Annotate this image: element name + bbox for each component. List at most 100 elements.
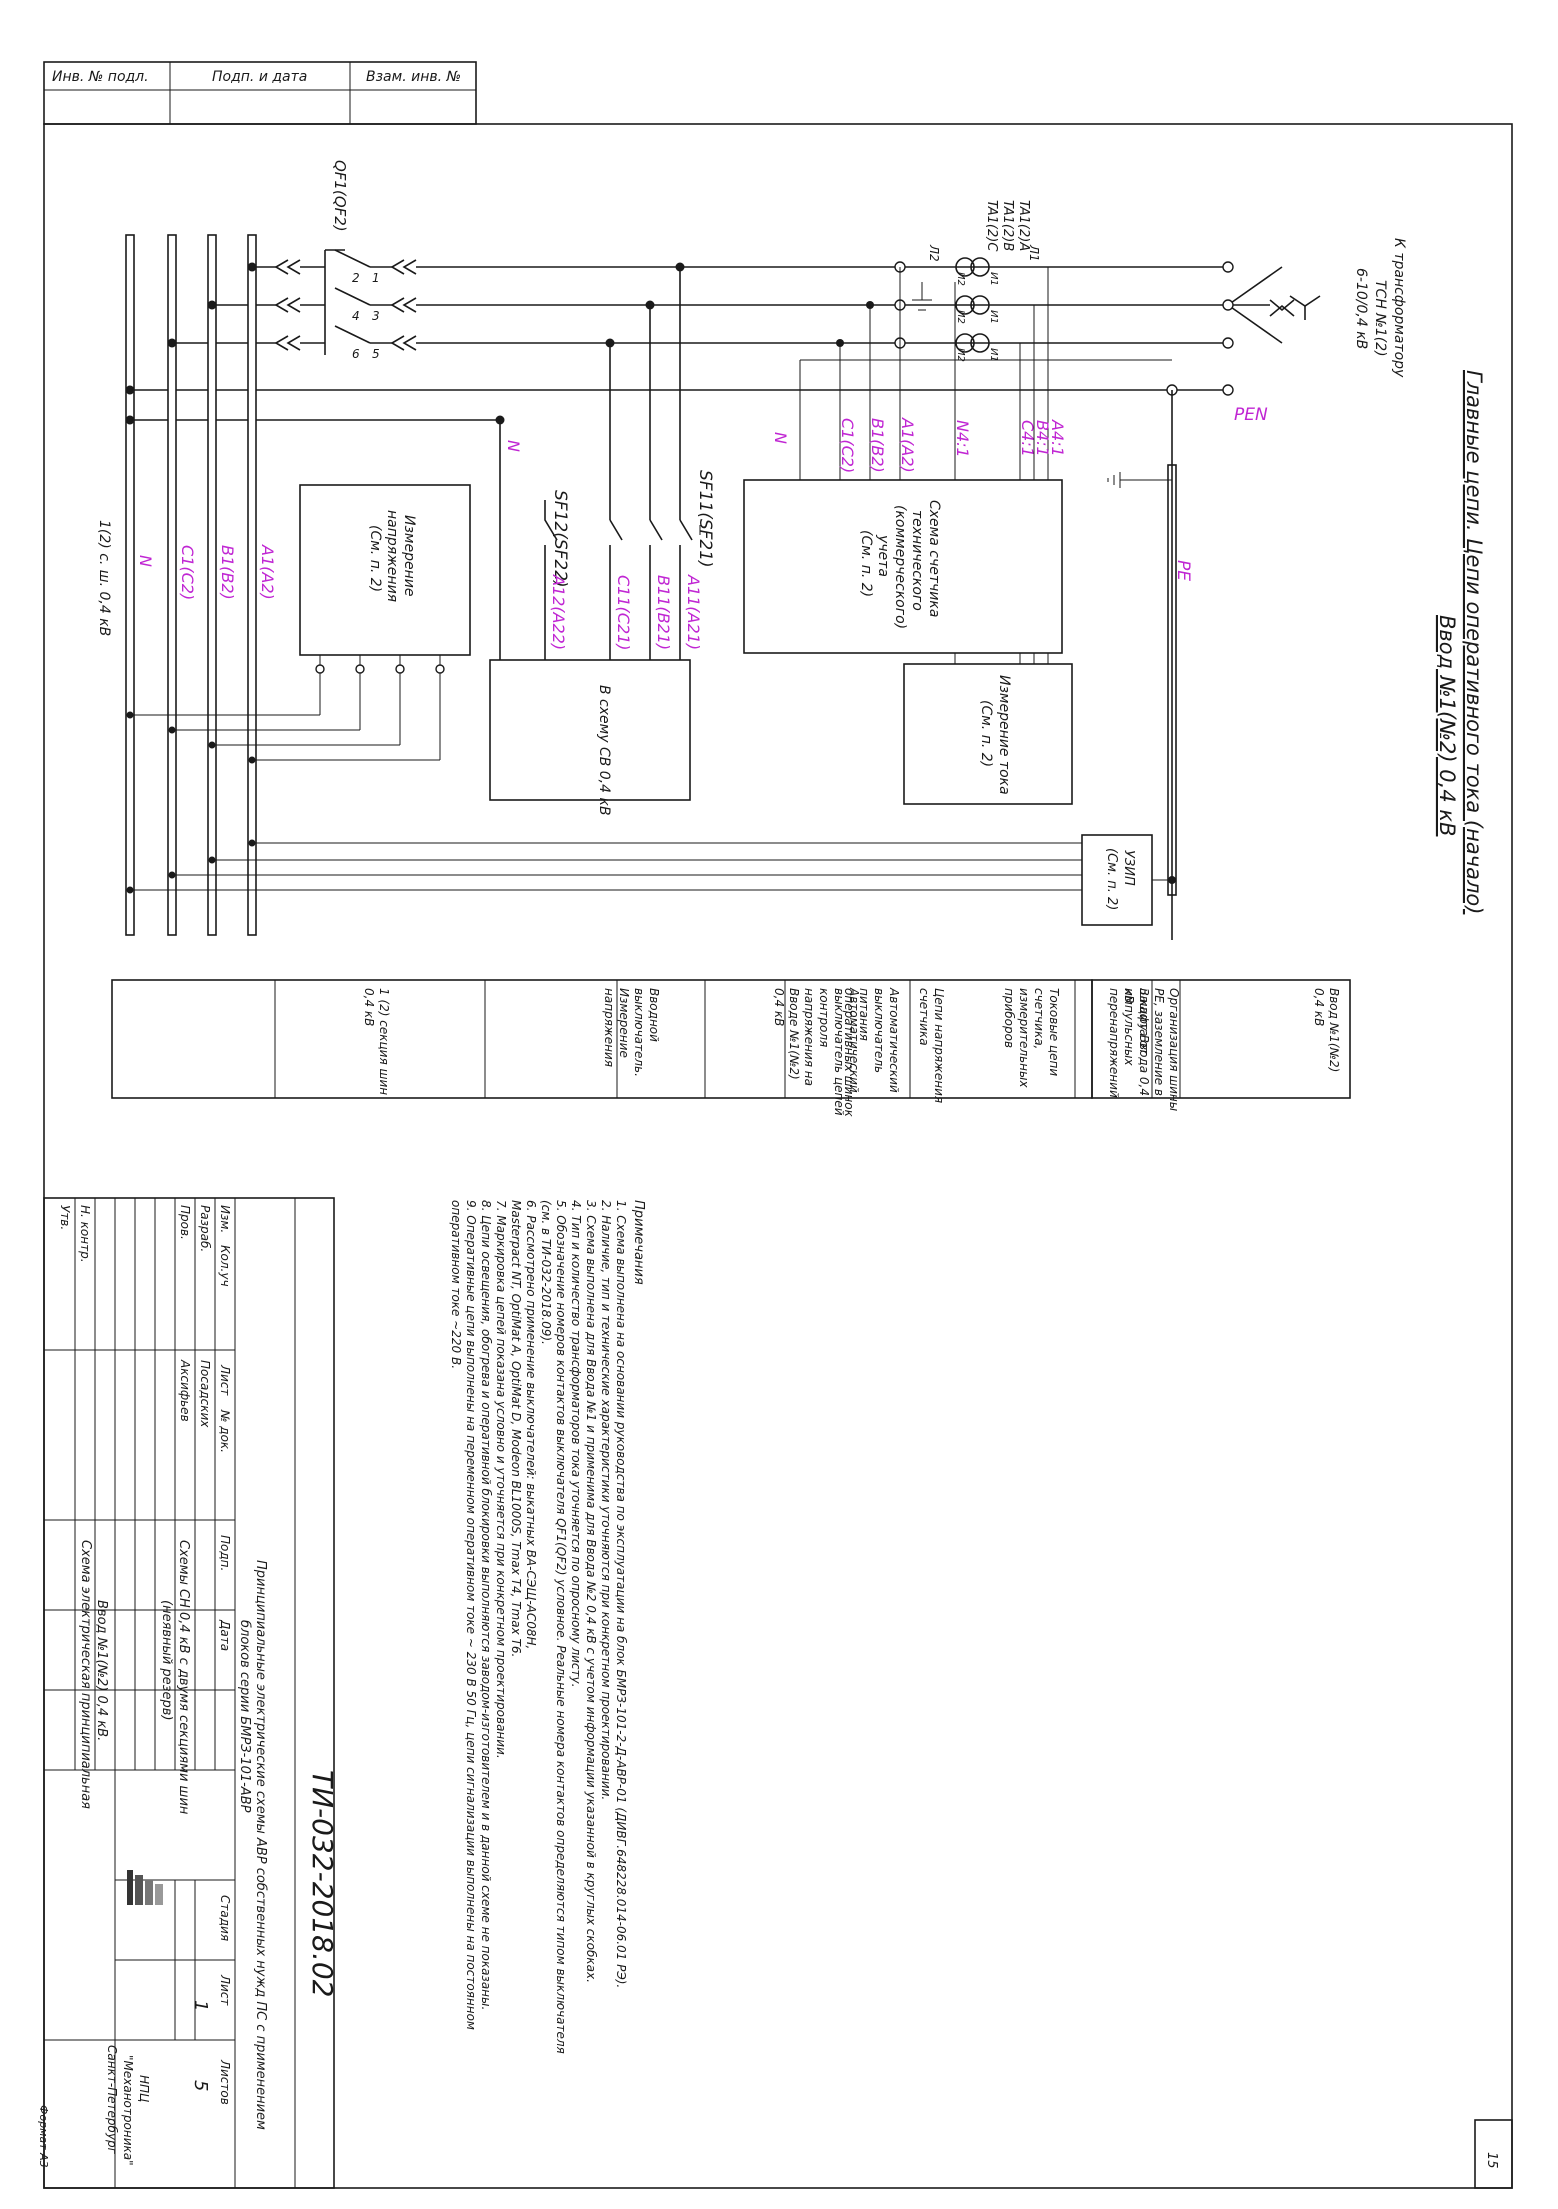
voltage-box-line-1: Измерение [401, 515, 417, 596]
legend-cell-text: Автоматический [847, 987, 861, 1093]
voltage-box-line-2: напряжения [384, 510, 400, 602]
legend-cell-text: Токовые цепи [1047, 988, 1061, 1076]
qf-label: QF1(QF2) [331, 160, 349, 232]
legend-cell-text: Ввод №1(№2) [1327, 988, 1341, 1072]
tb-org-3: Санкт-Петербург [105, 2045, 119, 2155]
bus-name: 1(2) с. ш. 0,4 кВ [96, 520, 112, 636]
tb-sheets-value: 5 [190, 2080, 211, 2091]
tb-sheet-title-2: Схема электрическая принципиальная [78, 1540, 93, 1809]
tb-role-prov: Пров. [178, 1205, 192, 1240]
sf-taps [495, 262, 685, 660]
title-line-2: Главные цепи. Цепи оперативного тока (на… [1462, 370, 1486, 914]
title-block: ТИ-032-2018.02 Принципиальные электричес… [37, 1197, 339, 2189]
wire-c1c2: C1(C2) [838, 418, 857, 473]
ct-b-i2: И2 [955, 310, 966, 324]
legend-cell-text: контроля [817, 988, 831, 1047]
tb-head-koluch: Кол.уч [218, 1245, 232, 1287]
meter-box-line-2: технического [909, 510, 925, 611]
wire-n41: N4:1 [953, 420, 972, 458]
stamp-inv-podl: Инв. № подл. [52, 69, 149, 85]
tb-name-razrab: Посадских [198, 1360, 212, 1428]
note-line: 8. Цепи освещения, обогрева и оперативно… [479, 1200, 493, 2010]
meter-box-line-3: (коммерческого) [892, 505, 908, 629]
l1-label: Л1 [1027, 244, 1041, 262]
legend-cell-text: Защита от [1137, 988, 1151, 1056]
legend-cell-text: напряжения [602, 988, 616, 1067]
ta-b-label: TA1(2)B [1000, 200, 1015, 251]
to-transformer-label-2: ТСН №1(2) [1372, 280, 1388, 357]
legend-cell-text: PE, заземление в [1152, 988, 1166, 1096]
ct-a-i1: И1 [988, 272, 999, 286]
tb-code: ТИ-032-2018.02 [306, 1770, 339, 1998]
tb-sheet-title-1: Ввод №1(№2) 0,4 кВ. [94, 1600, 109, 1741]
uzip-line-1: УЗИП [1121, 850, 1136, 886]
stamp-podp-data: Подп. и дата [212, 69, 307, 85]
ct-c-i1: И1 [988, 348, 999, 362]
qf-pin-5: 5 [372, 347, 380, 361]
tb-sheets-head: Листов [218, 2059, 232, 2105]
current-measurement-box: Измерение тока (См. п. 2) [903, 663, 1073, 805]
tb-sheet-value: 1 [190, 2000, 211, 2011]
current-box-line-1: Измерение тока [996, 675, 1012, 795]
meter-box-line-4: учета [875, 534, 891, 577]
tb-project-2: блоков серии БМРЗ-101-АВР [237, 1620, 252, 1813]
legend-cell-text: выключатель цепей [832, 988, 846, 1116]
stamp-table: Инв. № подл. Подп. и дата Взам. инв. № [43, 61, 477, 125]
note-line: 7. Маркировка цепей показана условно и у… [494, 1200, 508, 1759]
legend-cell-text: Автоматический [887, 987, 901, 1093]
tb-stage-head: Стадия [218, 1895, 232, 1941]
legend-cell-text: Вводной [647, 988, 661, 1042]
ct-b-i1: И1 [988, 310, 999, 324]
notes: Примечания 1. Схема выполнена на основан… [449, 1200, 646, 2054]
legend-cell-text: оперативных шинок [842, 988, 856, 1118]
legend-cell-text: счетчика, [1032, 988, 1046, 1049]
tb-head-data: Дата [218, 1619, 232, 1651]
legend-cell-text: Вводе №1(№2) [787, 988, 801, 1080]
bus-c: C1(C2) [178, 545, 197, 600]
legend-cell-text: 0,4 кВ [362, 988, 376, 1026]
note-line: 4. Тип и количество трансформаторов тока… [569, 1200, 583, 1687]
note-line: оперативном токе ~220 В. [449, 1200, 463, 1369]
drawing-frame [43, 123, 1513, 2189]
avr-box: В схему СВ 0,4 кВ [489, 659, 691, 816]
bus-a: A1(A2) [258, 544, 277, 600]
page-number: 15 [1484, 2152, 1499, 2169]
legend-cell-text: кВ [1122, 988, 1136, 1003]
meter-box: Схема счетчика технического (коммерческо… [743, 359, 1172, 664]
qf-pin-6: 6 [352, 347, 360, 361]
tb-scheme-1: Схемы СН 0,4 кВ с двумя секциями шин [176, 1540, 191, 1815]
wire-a41: A4:1 [1048, 419, 1067, 457]
l2-label: Л2 [927, 244, 941, 262]
org-logo-icon [127, 1870, 163, 1905]
legend-cell-text: Измерение [617, 988, 631, 1058]
bus-bars: A1(A2) B1(B2) C1(C2) N 1(2) с. ш. 0,4 кВ [96, 234, 440, 936]
note-line: 9. Оперативные цепи выполнены на перемен… [464, 1200, 478, 2030]
tb-org-2: "Механотроника" [121, 2055, 135, 2166]
note-line: 5. Обозначение номеров контактов выключа… [554, 1200, 568, 2054]
ta-a-label: TA1(2)A [1016, 200, 1031, 251]
qf-pin-3: 3 [372, 309, 380, 323]
legend-cell-text: выключатель [872, 988, 886, 1073]
pe-label: PE [1173, 560, 1193, 581]
ct-a-i2: И2 [955, 272, 966, 286]
sf2-label: SF12(SF22) [550, 490, 570, 588]
notes-lines: 1. Схема выполнена на основании руководс… [449, 1200, 628, 2054]
note-line: 3. Схема выполнена для Ввода №1 и примен… [584, 1200, 598, 1983]
qf-breaker: QF1(QF2) 2 1 4 3 6 5 [172, 160, 417, 361]
tb-project-1: Принципиальные электрические схемы АВР с… [253, 1560, 268, 2130]
legend-cell-text: выключатель. [632, 988, 646, 1077]
to-transformer-label-1: К трансформатору [1391, 238, 1407, 378]
legend-cell-text: питания [857, 988, 871, 1041]
meter-voltage-taps [799, 267, 901, 480]
wire-c11: C11(C21) [614, 575, 633, 651]
sf-switches: SF11(SF21) SF12(SF22) A11(A21) B11(B21) … [504, 440, 715, 660]
legend-cell-text: измерительных [1017, 988, 1031, 1088]
tb-role-utv: Утв. [58, 1205, 72, 1230]
bus-b: B1(B2) [218, 545, 237, 600]
note-line: 1. Схема выполнена на основании руководс… [614, 1200, 628, 1988]
pe-bar: PE [1107, 390, 1193, 940]
legend-cell-text: импульсных [1122, 988, 1136, 1066]
qf-pin-1: 1 [372, 271, 380, 285]
